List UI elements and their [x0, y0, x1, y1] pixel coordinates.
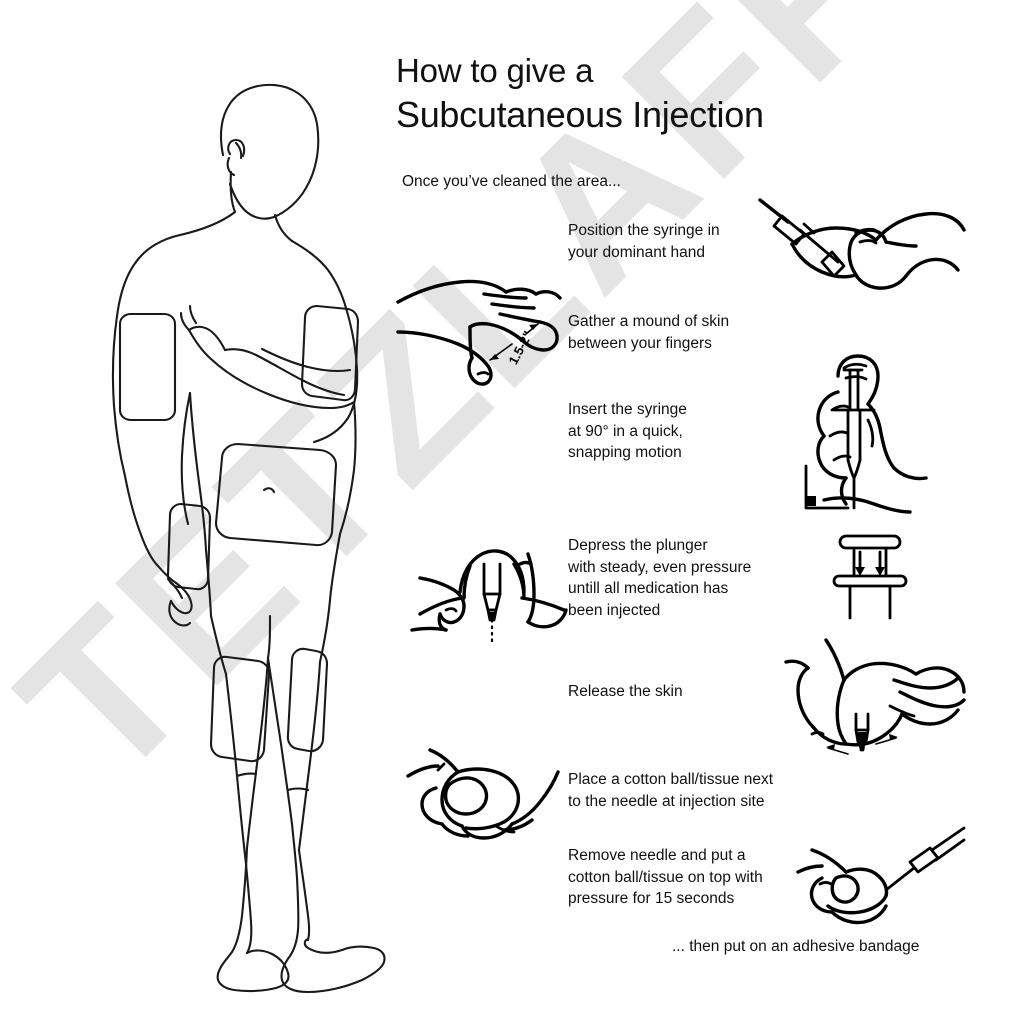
step-line: been injected — [568, 601, 661, 619]
pinched-skin-with-syringe-icon — [408, 518, 574, 644]
plunger-down-arrows-icon — [822, 530, 938, 622]
step-gather-skin-text: Gather a mound of skin between your fing… — [568, 311, 729, 354]
title-line-2: Subcutaneous Injection — [396, 94, 764, 135]
hand-holding-syringe-icon — [748, 188, 966, 306]
step-line: Insert the syringe — [568, 401, 687, 418]
step-line: with steady, even pressure — [568, 558, 752, 576]
step-insert-syringe-text: Insert the syringe at 90° in a quick, sn… — [568, 399, 687, 464]
step-line: cotton ball/tissue on top with — [568, 868, 763, 886]
step-line: Release the skin — [568, 683, 683, 700]
step-line: at 90° in a quick, — [568, 422, 683, 440]
step-line: your dominant hand — [568, 243, 706, 261]
step-line: Depress the plunger — [568, 537, 708, 554]
step-line: Position the syringe in — [568, 222, 720, 239]
step-position-syringe-text: Position the syringe in your dominant ha… — [568, 220, 720, 263]
title-line-1: How to give a — [396, 52, 594, 89]
step-line: between your fingers — [568, 334, 712, 352]
step-line: untill all medication has — [568, 580, 729, 597]
hand-inserting-syringe-90deg-icon — [790, 348, 966, 514]
step-line: snapping motion — [568, 444, 682, 461]
hand-releasing-skin-icon — [778, 636, 966, 762]
hand-removing-needle-icon — [796, 826, 966, 944]
intro-note: Once you’ve cleaned the area... — [402, 173, 621, 190]
hand-holding-cotton-ball-icon — [406, 738, 566, 854]
step-depress-plunger-text: Depress the plunger with steady, even pr… — [568, 535, 751, 621]
step-place-cotton-ball-text: Place a cotton ball/tissue next to the n… — [568, 769, 773, 812]
step-remove-needle-text: Remove needle and put a cotton ball/tiss… — [568, 845, 763, 910]
step-line: Remove needle and put a — [568, 847, 746, 864]
step-line: to the needle at injection site — [568, 792, 765, 810]
closing-note: ... then put on an adhesive bandage — [672, 938, 920, 955]
step-line: pressure for 15 seconds — [568, 890, 735, 907]
step-line: Gather a mound of skin — [568, 313, 730, 330]
page-title: How to give a Subcutaneous Injection — [396, 50, 764, 138]
hand-pinching-skin-icon — [394, 268, 564, 388]
body-figure-illustration — [40, 60, 400, 994]
step-line: Place a cotton ball/tissue next — [568, 771, 774, 788]
step-release-skin-text: Release the skin — [568, 681, 683, 703]
